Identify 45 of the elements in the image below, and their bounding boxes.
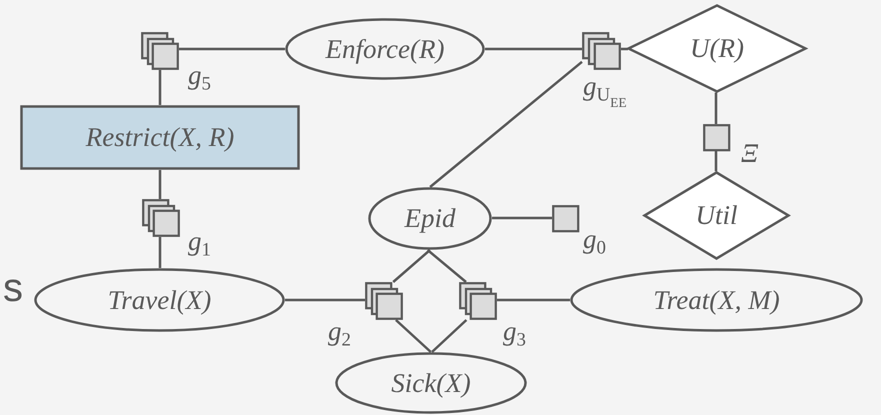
factor-square [703, 124, 729, 150]
factor-square [552, 205, 578, 231]
factor-stack [365, 282, 403, 320]
connector-line [285, 298, 365, 302]
connector-line [492, 216, 552, 220]
variable-ellipse [570, 268, 863, 332]
utility-diamond [627, 4, 807, 93]
node-label: Epid [404, 205, 456, 232]
node-label: U(R) [690, 35, 744, 62]
connector-line [158, 170, 162, 199]
factor-stack [582, 32, 621, 70]
factor-label: g$_{1}$ [188, 228, 211, 261]
connector-line [158, 237, 162, 268]
connector-line [714, 150, 718, 172]
utility-diamond [643, 171, 790, 260]
connector-line [158, 70, 162, 105]
variable-ellipse [34, 268, 285, 332]
variable-ellipse [335, 352, 527, 414]
factor-label: g$_{2}$ [328, 318, 351, 351]
node-label: Travel(X) [108, 286, 212, 314]
node-label: Treat(X, M) [653, 286, 780, 314]
node-label: Sick(X) [391, 370, 471, 396]
connector-line [429, 60, 583, 188]
node-label: Util [695, 202, 738, 229]
variable-ellipse [368, 187, 492, 250]
variable-ellipse [285, 18, 485, 80]
factor-stack [142, 199, 180, 237]
factor-label: g$_{5}$ [188, 62, 211, 95]
factor-label: Ξ [741, 140, 758, 167]
connector-line [179, 48, 285, 50]
connector-line [392, 249, 431, 283]
connector-line [485, 48, 582, 50]
connector-line [714, 92, 718, 124]
node-label: Restrict(X, R) [86, 124, 234, 151]
connector-line [426, 249, 467, 283]
node-label: Enforce(R) [326, 36, 444, 62]
connector-line [431, 319, 468, 353]
decision-rectangle [20, 105, 300, 170]
factor-label: g$_{0}$ [583, 226, 606, 259]
factor-stack [141, 32, 179, 70]
factor-label: g$_{3}$ [503, 318, 526, 351]
connector-line [395, 319, 432, 353]
factor-stack [459, 282, 497, 320]
cut-off-text: s [3, 268, 23, 308]
connector-line [497, 298, 570, 302]
